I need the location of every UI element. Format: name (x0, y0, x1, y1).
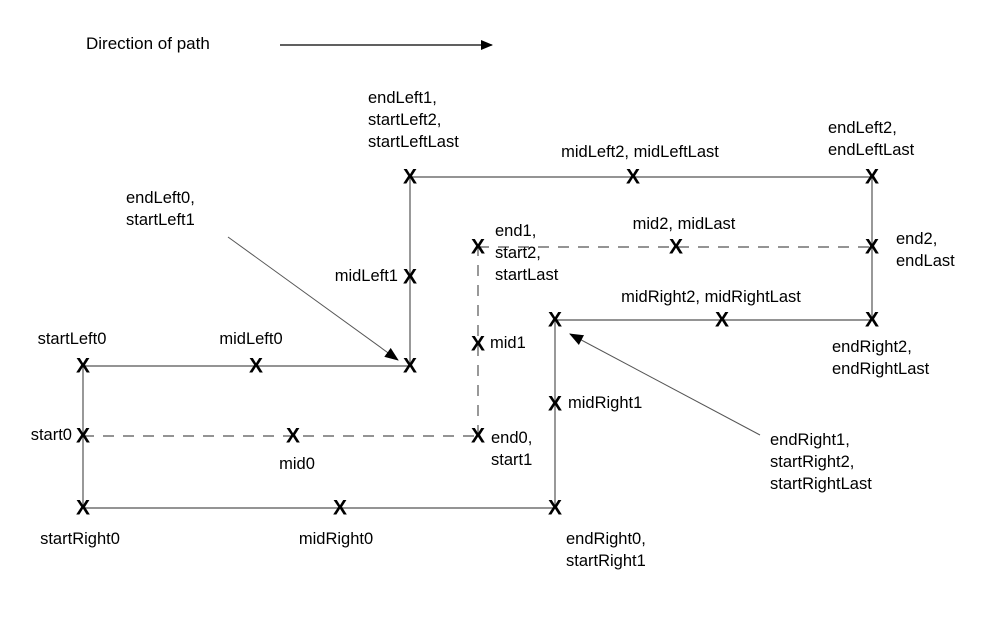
label-mid1: mid1 (490, 334, 526, 353)
label-end1-group: end1, start2, startLast (495, 222, 559, 284)
marker-end2: X (864, 235, 880, 259)
label-endLeft0-group: endLeft0, startLeft1 (126, 189, 195, 229)
marker-endLeft2: X (864, 165, 880, 189)
label-endLeft2-group: endLeft2, endLeftLast (828, 119, 915, 159)
marker-endRight1: X (547, 308, 563, 332)
marker-endRight2: X (864, 308, 880, 332)
leader-endLeft0 (227, 236, 399, 361)
marker-midLeft2: X (625, 165, 641, 189)
label-startRight0: startRight0 (40, 530, 120, 548)
marker-mid0: X (285, 424, 301, 448)
solid-boundary-lines (82, 176, 873, 509)
label-midRight2-group: midRight2, midRightLast (621, 288, 801, 306)
marker-end0: X (470, 424, 486, 448)
label-midRight0: midRight0 (298, 530, 374, 548)
label-midLeft2-group: midLeft2, midLeftLast (561, 143, 719, 161)
marker-end1: X (470, 235, 486, 259)
label-end0-group: end0, start1 (491, 429, 533, 469)
marker-endLeft1: X (402, 165, 418, 189)
direction-of-path-label: Direction of path (86, 34, 210, 53)
label-start0: start0 (30, 426, 72, 445)
marker-startRight0: X (75, 496, 91, 520)
marker-startLeft0: X (75, 354, 91, 378)
marker-midRight1: X (547, 392, 563, 416)
label-endLeft1-group: endLeft1, startLeft2, startLeftLast (368, 89, 459, 151)
leader-endRight1 (569, 333, 761, 436)
label-midRight1: midRight1 (568, 394, 643, 413)
label-startLeft0: startLeft0 (37, 330, 107, 348)
marker-midLeft0: X (248, 354, 264, 378)
marker-endRight0: X (547, 496, 563, 520)
dashed-center-lines (83, 246, 872, 437)
label-end2-group: end2, endLast (896, 230, 955, 270)
label-endRight2-group: endRight2, endRightLast (832, 338, 930, 378)
label-midLeft1: midLeft1 (334, 267, 398, 286)
label-endRight0-group: endRight0, startRight1 (566, 530, 646, 570)
marker-endLeft0: X (402, 354, 418, 378)
marker-start0: X (75, 424, 91, 448)
marker-mid2: X (668, 235, 684, 259)
marker-midRight0: X (332, 496, 348, 520)
label-endRight1-group: endRight1, startRight2, startRightLast (770, 431, 872, 493)
marker-midRight2: X (714, 308, 730, 332)
leader-arrows (227, 236, 761, 436)
marker-mid1: X (470, 332, 486, 356)
marker-midLeft1: X (402, 265, 418, 289)
label-midLeft0: midLeft0 (219, 330, 283, 348)
label-mid2-group: mid2, midLast (632, 215, 736, 233)
label-mid0: mid0 (279, 455, 315, 473)
